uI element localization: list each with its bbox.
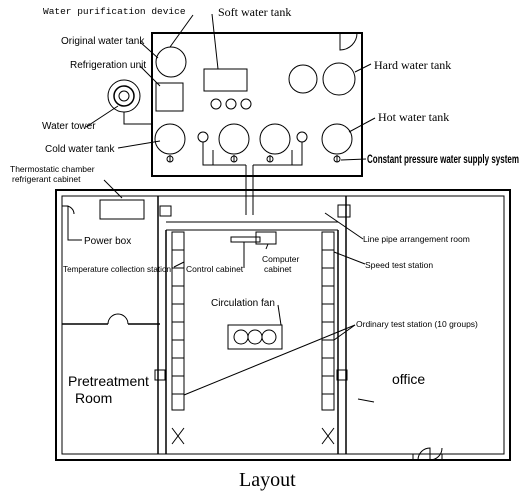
water-purification-device	[203, 68, 252, 110]
equipment-room	[151, 32, 363, 177]
label-water-purification-device: Water purification device	[43, 6, 186, 17]
left-test-stations	[171, 231, 185, 411]
label-thermostatic-chamber-1: Thermostatic chamber	[10, 164, 95, 174]
circulation-fan	[227, 324, 283, 350]
tank-3	[259, 123, 291, 163]
label-pretreatment-room-2: Room	[75, 390, 112, 406]
label-hot-water-tank: Hot water tank	[378, 110, 449, 124]
power-box	[159, 205, 172, 217]
label-computer-cabinet-1: Computer	[262, 254, 299, 264]
pump-1	[197, 131, 209, 143]
thermostatic-chamber-cabinet	[99, 199, 145, 220]
label-pretreatment-room-1: Pretreatment	[68, 373, 149, 389]
refrigeration-unit	[155, 82, 184, 112]
label-line-pipe-room: Line pipe arrangement room	[363, 234, 470, 244]
wall-fixtures	[154, 204, 351, 381]
label-circulation-fan: Circulation fan	[211, 298, 275, 309]
pump-2	[296, 131, 308, 143]
label-speed-test-station: Speed test station	[365, 260, 433, 270]
soft-water-tank	[288, 64, 318, 94]
label-water-tower: Water tower	[42, 121, 96, 132]
label-control-cabinet: Control cabinet	[186, 264, 244, 274]
label-computer-cabinet-2: cabinet	[264, 264, 292, 274]
main-building	[55, 189, 511, 461]
water-tower	[107, 79, 152, 125]
label-thermostatic-chamber-2: refrigerant cabinet	[12, 174, 81, 184]
equipment-piping	[169, 142, 338, 215]
label-cold-water-tank: Cold water tank	[45, 144, 115, 155]
corridor-doors	[171, 427, 335, 445]
label-temperature-collection-station: Temperature collection station	[63, 264, 171, 274]
original-water-tank	[155, 46, 187, 78]
label-original-water-tank: Original water tank	[61, 36, 145, 47]
computer-cabinet	[255, 231, 277, 245]
leader-lines	[67, 13, 376, 403]
control-cabinet	[230, 236, 261, 243]
label-office: office	[392, 371, 425, 387]
hard-water-tank	[322, 62, 356, 96]
label-power-box: Power box	[84, 236, 131, 247]
label-soft-water-tank: Soft water tank	[218, 5, 291, 19]
right-test-stations	[321, 231, 335, 411]
label-ordinary-test-station: Ordinary test station (10 groups)	[356, 319, 478, 329]
diagram-title: Layout	[239, 469, 296, 491]
label-constant-pressure-system: Constant pressure water supply system	[367, 154, 519, 166]
label-hard-water-tank: Hard water tank	[374, 58, 451, 72]
label-refrigeration-unit: Refrigeration unit	[70, 60, 146, 71]
